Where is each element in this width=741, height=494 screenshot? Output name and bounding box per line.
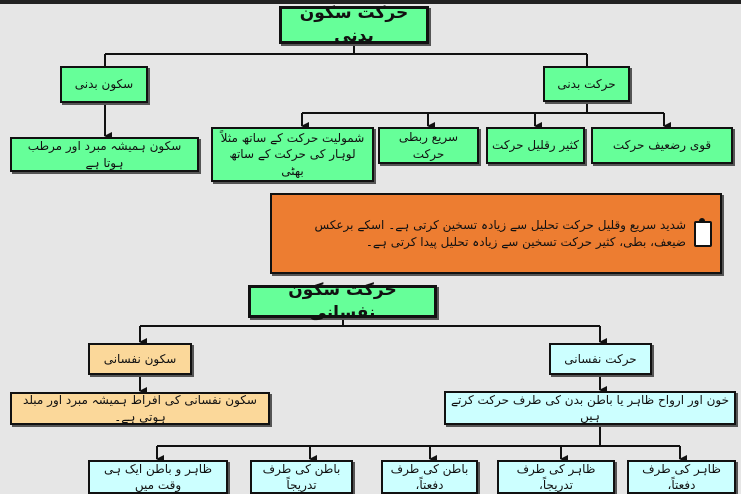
node-motion-type: سریع ربطی حرکت [378, 127, 479, 164]
node-psychic-rest: سکون نفسانی [88, 343, 192, 375]
node-psychic-direction: ظاہر و باطن ایک ہی وقت میں [88, 460, 228, 494]
clipboard-icon [694, 217, 712, 247]
node-motion-type: کثیر رقلیل حرکت [486, 127, 585, 164]
node-psychic-direction: باطن کی طرف تدریجاً [250, 460, 353, 494]
node-psychic-direction: ظاہر کی طرف دفعتاً، [627, 460, 736, 494]
note-text: شدید سریع وقلیل حرکت تحلیل سے زیادہ تسخی… [314, 218, 686, 249]
node-physical-rest-desc: سکون ہمیشہ مبرد اور مرطب ہوتا ہے [10, 137, 199, 172]
node-psychic-motion-desc: خون اور ارواح ظاہر یا باطن بدن کی طرف حر… [444, 391, 736, 425]
node-psychic-direction: باطن کی طرف دفعتاً، [381, 460, 478, 494]
node-motion-type: قوی رضعیف حرکت [591, 127, 733, 164]
top-border [0, 0, 741, 4]
node-psychic-direction: ظاہر کی طرف تدریجاً، [497, 460, 615, 494]
node-psychic-motion: حرکت نفسانی [549, 343, 652, 375]
section-title-psychic: حرکت سکون نفسانی [248, 280, 437, 323]
node-psychic-rest-desc: سکون نفسانی کی افراط ہمیشہ مبرد اور مبلد… [10, 392, 270, 425]
node-physical-rest: سکون بدنی [60, 66, 148, 103]
node-physical-motion: حرکت بدنی [543, 66, 630, 102]
node-motion-type: شمولیت حرکت کے ساتھ مثلاً لوہار کی حرکت … [211, 127, 374, 182]
section-title-physical: حرکت سکون بدنی [279, 3, 429, 46]
note-callout: شدید سریع وقلیل حرکت تحلیل سے زیادہ تسخی… [270, 193, 722, 274]
